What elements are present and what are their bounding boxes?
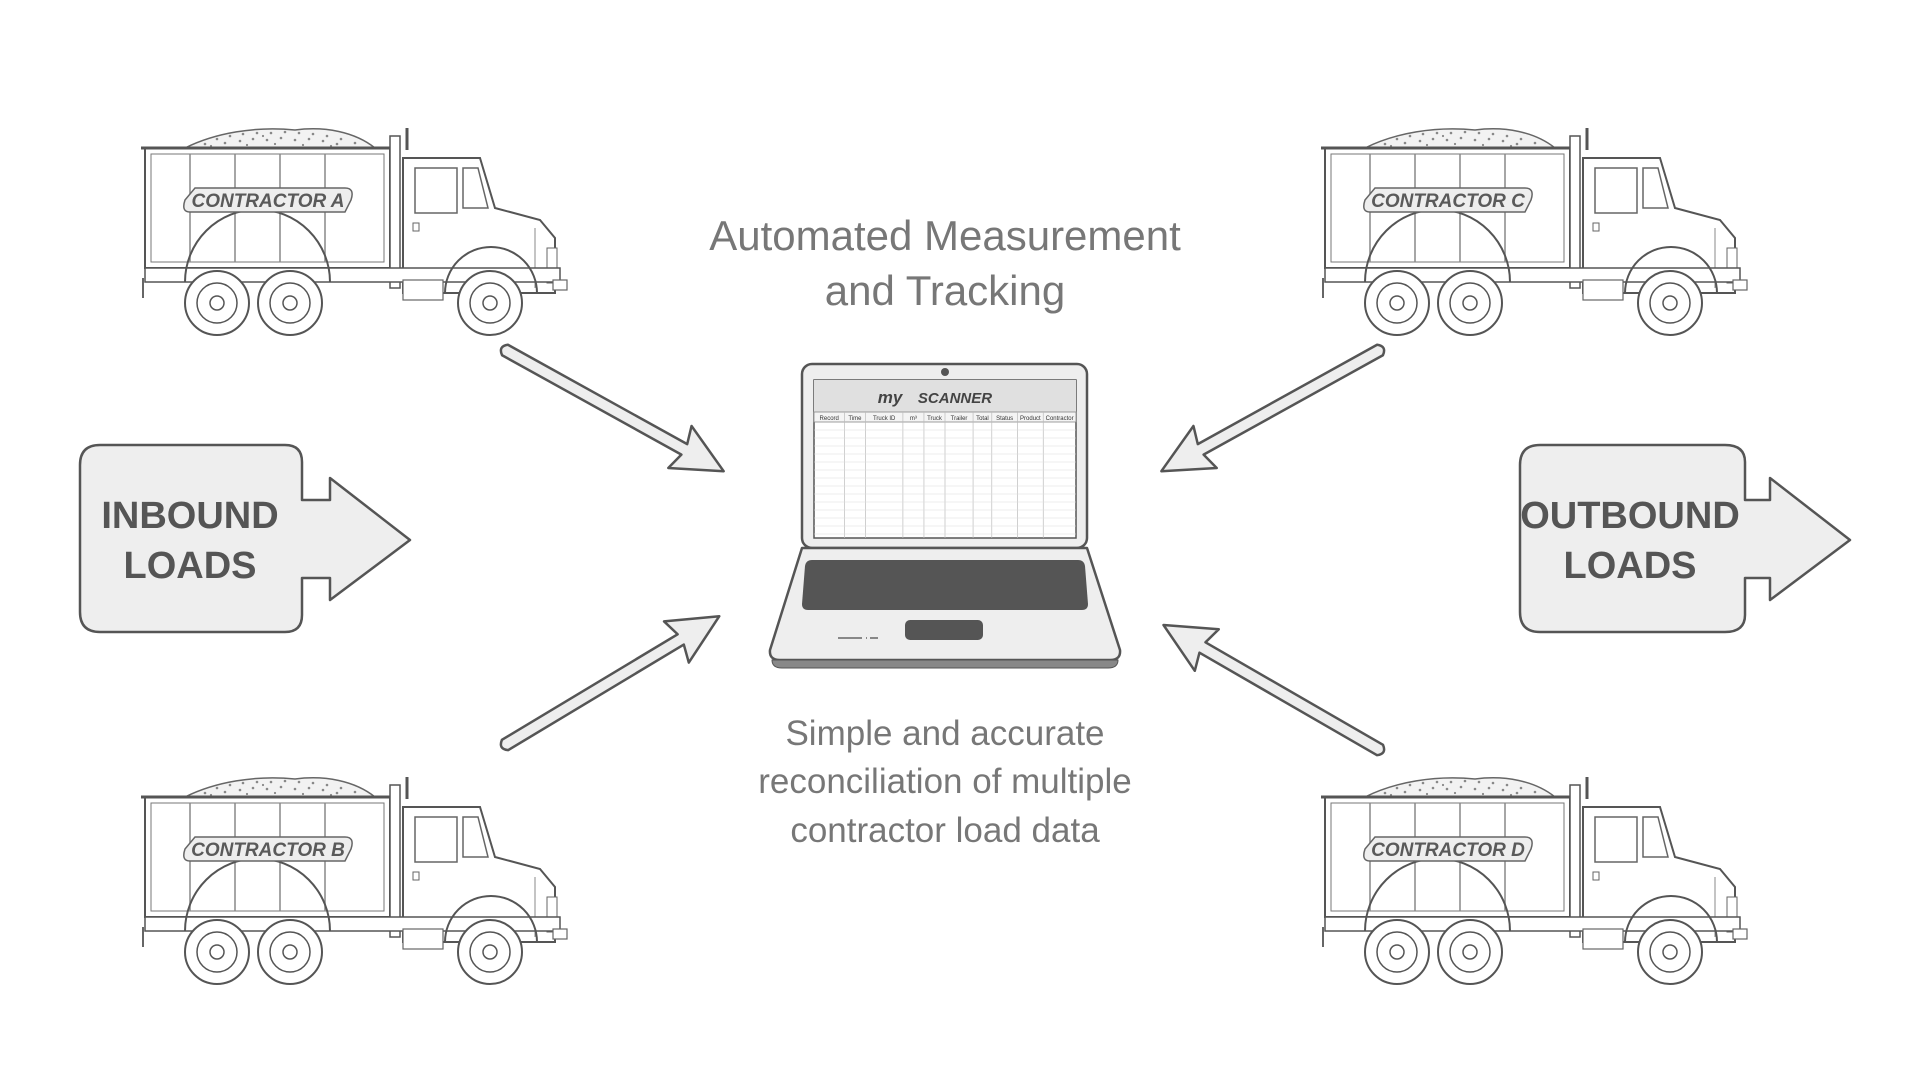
diagram-subtitle-line1: Simple and accurate [785,714,1104,753]
outbound-tag-shape [1518,443,1852,634]
diagram-subtitle-line3: contractor load data [790,811,1100,850]
outbound-label-line2: LOADS [1564,545,1697,587]
outbound-label-line1: OUTBOUND [1520,495,1740,537]
truck-contractor-b: CONTRACTOR B [139,775,569,986]
truck-label-a: CONTRACTOR A [191,191,344,212]
screen-brand-bar [814,380,1076,412]
screen-column-header: Total [976,416,989,422]
screen-table-columns: Record Time Truck ID m³ Truck Trailer Total Sta… [820,416,1074,422]
inbound-tag-shape [78,443,412,634]
outbound-loads-tag: OUTBOUND LOADS [1518,443,1852,634]
arrow-from-truck-a [488,325,737,494]
screen-column-header: m³ [910,416,917,422]
inbound-loads-tag: INBOUND LOADS [78,443,412,634]
brand-name: SCANNER [918,390,992,407]
arrow-from-truck-d [1150,602,1397,775]
diagram-title-line1: Automated Measurement [709,212,1181,259]
screen-column-header: Product [1020,416,1041,422]
truck-label-b: CONTRACTOR B [191,840,345,861]
screen-column-header: Trailer [951,416,968,422]
diagram-subtitle-line2: reconciliation of multiple [758,762,1132,801]
screen-column-header: Truck ID [873,416,896,422]
laptop-camera [941,368,949,376]
truck-contractor-a: CONTRACTOR A [139,126,569,337]
laptop-keyboard [802,560,1088,610]
screen-column-header: Contractor [1046,416,1074,422]
brand-prefix: my [878,388,904,407]
truck-label-d: CONTRACTOR D [1371,840,1525,861]
screen-column-header: Status [996,416,1013,422]
truck-contractor-c: CONTRACTOR C [1319,126,1749,337]
laptop: my SCANNER Record Time Truck ID m³ Truck Trai… [768,362,1122,669]
screen-column-header: Record [820,416,839,422]
diagram-title-line2: and Tracking [825,267,1065,314]
screen-column-header: Time [848,416,862,422]
arrow-from-truck-b [487,594,733,769]
arrow-from-truck-c [1148,325,1397,494]
inbound-label-line1: INBOUND [101,495,278,537]
inbound-label-line2: LOADS [124,545,257,587]
screen-table-grid [814,412,1076,538]
laptop-touchpad [905,620,983,640]
screen-column-header: Truck [927,416,943,422]
truck-label-c: CONTRACTOR C [1371,191,1525,212]
truck-contractor-d: CONTRACTOR D [1319,775,1749,986]
